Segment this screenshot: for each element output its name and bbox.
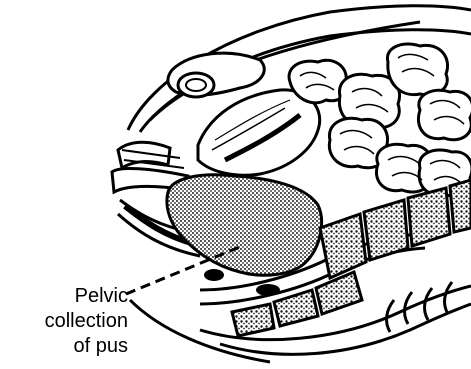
label-line-3: of pus [4,334,128,359]
bladder [168,53,264,97]
pus-collection-label: Pelvic collection of pus [4,284,128,359]
uterus [198,90,320,175]
pus-collection [167,175,322,275]
label-line-1: Pelvic [4,284,128,309]
label-line-2: collection [4,309,128,334]
